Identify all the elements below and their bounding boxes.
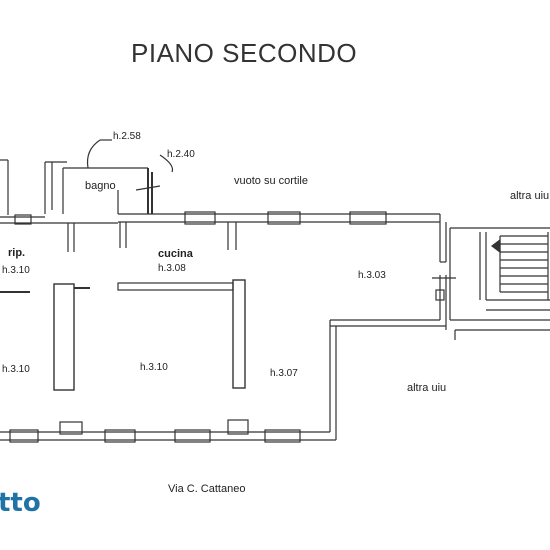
area-label-courtyard-void: vuoto su cortile xyxy=(234,175,308,187)
area-label-other-unit-top: altra uiu xyxy=(510,190,550,202)
wall-courtyard-facade xyxy=(0,211,447,263)
height-label-right-room: h.3.03 xyxy=(358,270,386,281)
height-label-center-room: h.3.10 xyxy=(140,362,168,373)
height-label-bathroom-door: h.2.58 xyxy=(113,131,141,142)
height-label-hall: h.3.07 xyxy=(270,368,298,379)
wall-partitions xyxy=(0,279,246,391)
height-label-cucina: h.3.08 xyxy=(158,263,186,274)
area-label-other-unit-bottom: altra uiu xyxy=(407,382,447,394)
door-swing-window xyxy=(135,154,174,191)
room-label-cucina: cucina xyxy=(158,248,193,260)
height-label-window: h.2.40 xyxy=(167,149,195,160)
wall-street-facade xyxy=(0,419,337,443)
door-swing-bathroom xyxy=(86,139,112,169)
room-label-rip: rip. xyxy=(8,247,26,259)
room-label-bagno: bagno xyxy=(85,180,116,192)
brand-logo-text: tto xyxy=(0,488,41,518)
staircase xyxy=(449,227,550,340)
height-label-left-room: h.3.10 xyxy=(2,364,30,375)
wall-right xyxy=(329,275,456,420)
floor-title: PIANO SECONDO xyxy=(131,38,358,68)
street-label: Via C. Cattaneo xyxy=(168,483,246,495)
wall-bathroom xyxy=(44,161,153,214)
height-label-rip: h.3.10 xyxy=(2,265,30,276)
wall-left-edge xyxy=(0,159,9,215)
